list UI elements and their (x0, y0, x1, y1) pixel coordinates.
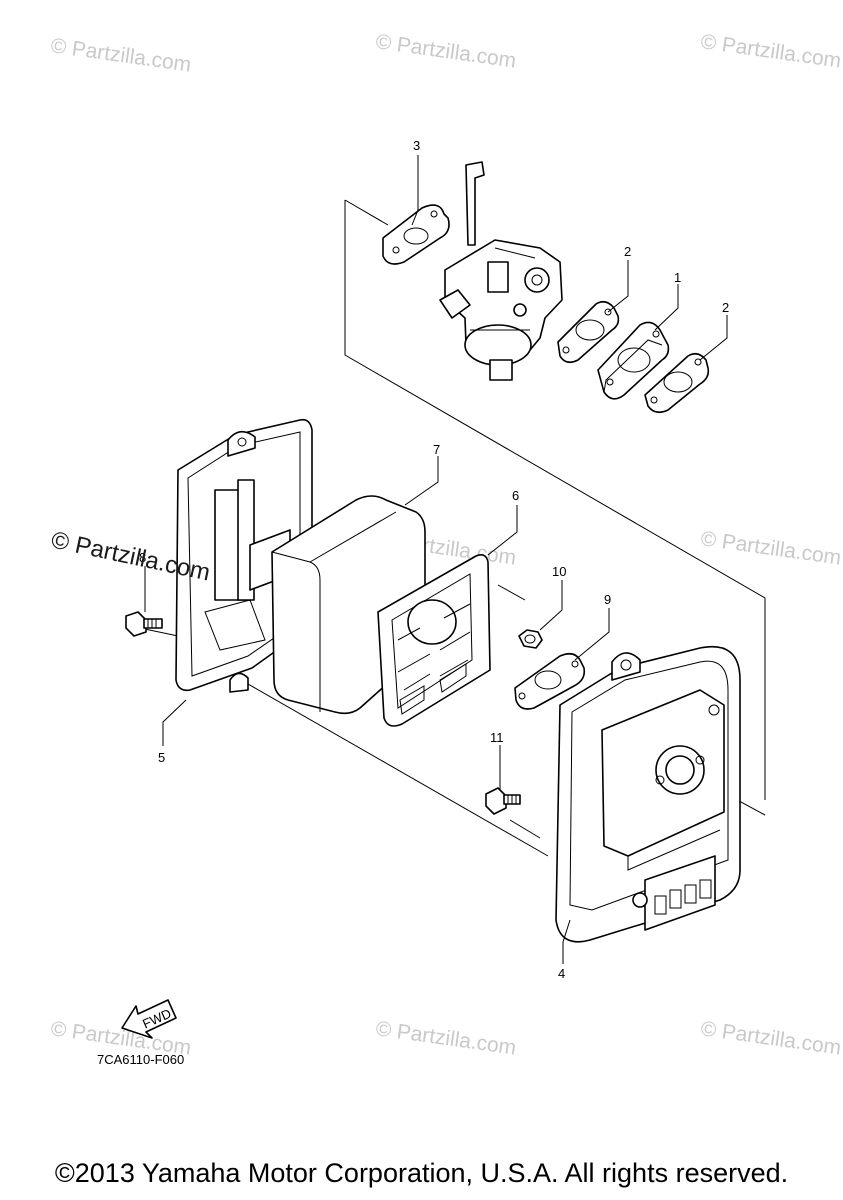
callout-2: 2 (722, 300, 729, 315)
bolt-part-8 (125, 611, 163, 637)
callout-3: 3 (413, 138, 420, 153)
drawing-code: 7CA6110-F060 (97, 1052, 184, 1067)
gasket-part-9 (514, 652, 586, 710)
gasket-part-2-right (644, 352, 710, 414)
watermark: © Partzilla.com (699, 1017, 842, 1059)
callout-numbers: 1 2 2 3 4 5 6 7 8 9 10 11 (139, 138, 729, 981)
callout-7: 7 (433, 442, 440, 457)
watermark-layer: © Partzilla.com © Partzilla.com © Partzi… (49, 30, 842, 1059)
callout-6: 6 (512, 488, 519, 503)
watermark: © Partzilla.com (699, 527, 842, 569)
callout-2: 2 (624, 244, 631, 259)
copyright-notice: ©2013 Yamaha Motor Corporation, U.S.A. A… (54, 1158, 789, 1188)
watermark: © Partzilla.com (49, 34, 192, 76)
callout-10: 10 (552, 564, 566, 579)
gasket-part-3 (382, 204, 450, 265)
nut-part-10 (518, 629, 543, 649)
air-cleaner-cover-part-4 (555, 646, 741, 943)
callout-5: 5 (158, 750, 165, 765)
callout-9: 9 (604, 592, 611, 607)
callout-11: 11 (490, 730, 504, 745)
fwd-arrow-icon: FWD (121, 999, 177, 1039)
leader-lines (144, 155, 728, 964)
carburetor-assembly (439, 161, 563, 381)
callout-8: 8 (139, 550, 146, 565)
callout-4: 4 (558, 966, 565, 981)
callout-1: 1 (674, 270, 681, 285)
watermark: © Partzilla.com (374, 30, 517, 72)
gasket-part-2-left (557, 300, 620, 364)
watermark: © Partzilla.com (699, 30, 842, 72)
bolt-part-11 (485, 787, 521, 815)
watermark: © Partzilla.com (374, 1017, 517, 1059)
filter-screen-part-6 (377, 554, 491, 727)
insulator-part-1 (597, 321, 670, 400)
